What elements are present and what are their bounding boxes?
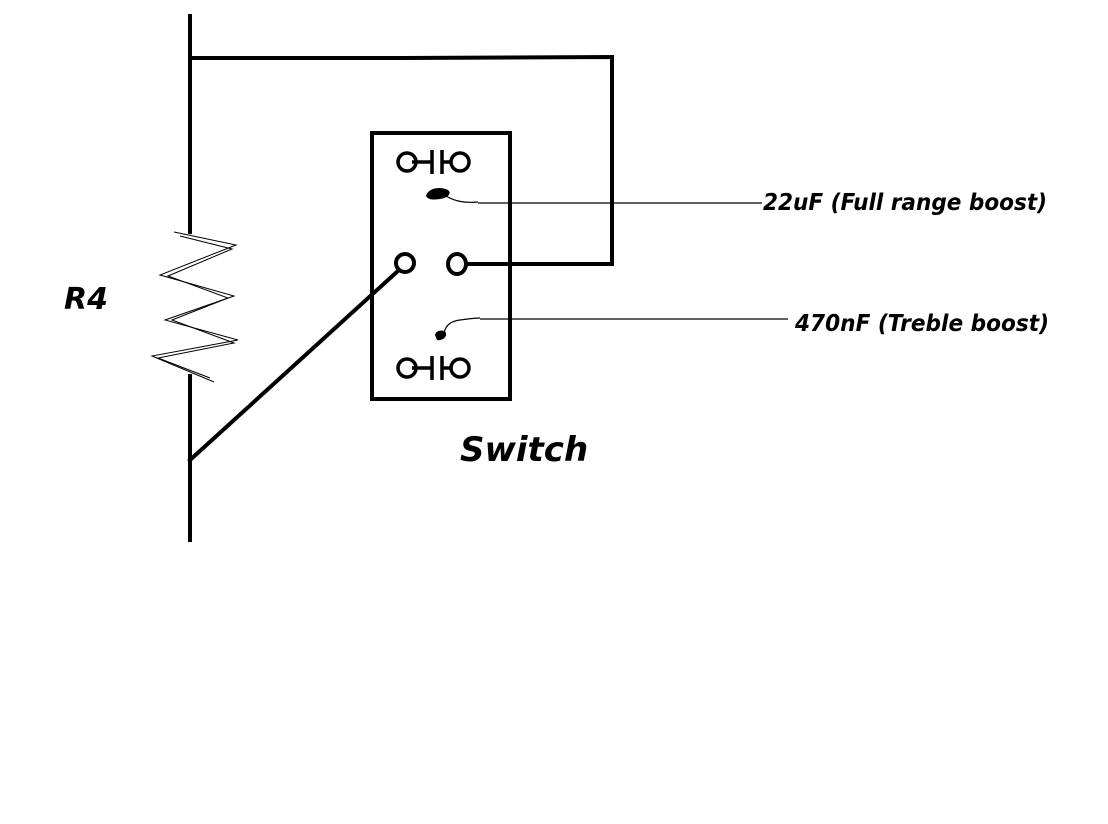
solder-blob-bottom	[435, 317, 481, 341]
switch-label: Switch	[460, 430, 588, 470]
resistor-r4	[150, 231, 239, 383]
solder-blob-top	[426, 188, 479, 203]
switch-body	[370, 131, 512, 401]
loop-wire	[188, 54, 614, 266]
capacitor-22uf-label: 22uF (Full range boost)	[763, 190, 1047, 216]
capacitor-bottom-symbol	[396, 356, 471, 380]
capacitor-470nf-label: 470nF (Treble boost)	[794, 311, 1049, 337]
resistor-label: R4	[64, 282, 108, 317]
capacitor-top-symbol	[396, 150, 471, 174]
switch-lug-right	[446, 252, 468, 276]
diagonal-wire	[187, 267, 402, 463]
switch-lug-left	[394, 252, 416, 274]
